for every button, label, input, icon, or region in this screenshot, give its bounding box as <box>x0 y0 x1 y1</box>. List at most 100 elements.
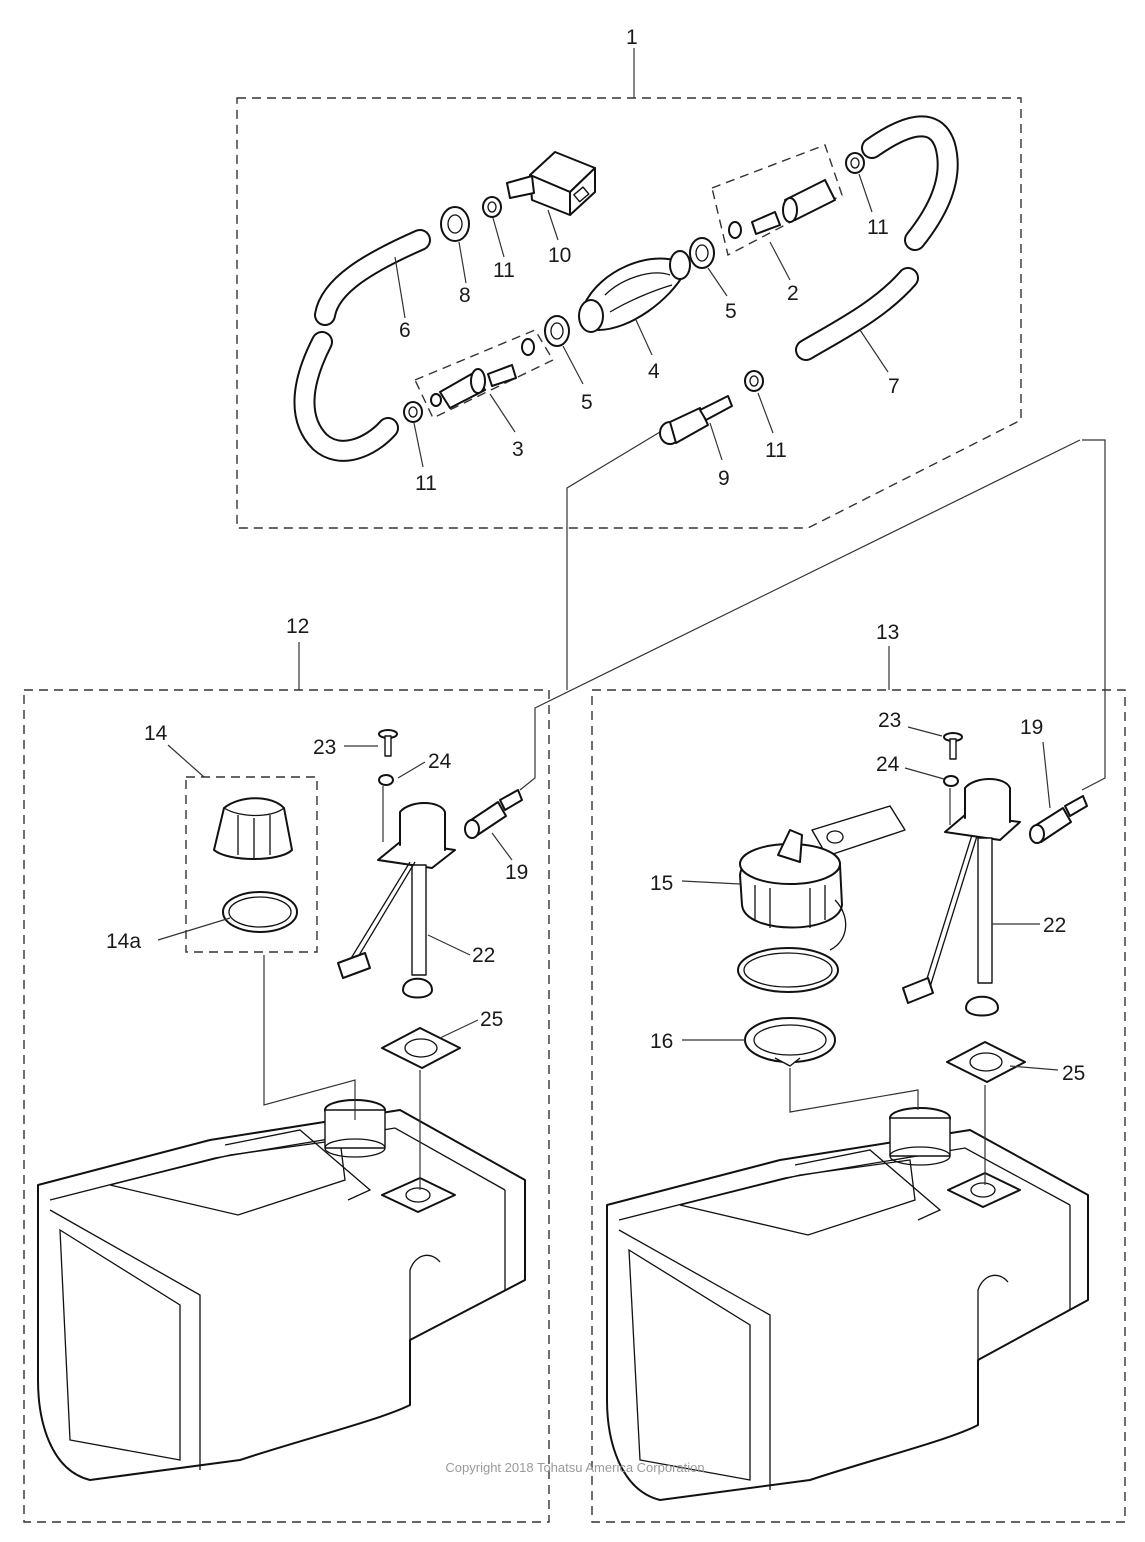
leader-25a <box>439 1019 479 1039</box>
collar-8 <box>440 206 470 242</box>
clamp-11-c <box>744 370 764 392</box>
connection-line-1-to-19 <box>1081 439 1106 791</box>
leader-19b <box>1042 741 1051 809</box>
callout-6: 6 <box>399 319 411 342</box>
fuel-gauge-22-left <box>337 802 456 999</box>
leader-24b <box>904 767 945 780</box>
callout-19b: 19 <box>1020 716 1043 739</box>
cap-14-box <box>185 776 318 953</box>
callout-12: 12 <box>286 615 309 638</box>
leader-25b <box>1009 1065 1059 1071</box>
callout-25b: 25 <box>1062 1062 1085 1085</box>
screw-23-left <box>378 729 398 757</box>
clamp-11-a <box>482 196 502 218</box>
fuel-tank-13 <box>606 1107 1089 1501</box>
connection-line-9-to-tank12 <box>566 431 661 690</box>
callout-14a: 14a <box>106 930 141 953</box>
callout-14: 14 <box>144 722 168 745</box>
washer-24-right <box>943 775 959 787</box>
callout-24a: 24 <box>428 750 452 773</box>
fuel-tank-13-box <box>591 689 1126 1523</box>
callout-8: 8 <box>459 284 471 307</box>
callout-5a: 5 <box>581 391 593 414</box>
leader-2 <box>769 241 791 281</box>
leader-15 <box>681 880 741 885</box>
fitting-19-right <box>1029 795 1088 844</box>
leader-8 <box>458 241 467 284</box>
callout-2: 2 <box>787 282 799 305</box>
retainer-16 <box>744 1017 836 1067</box>
o-ring-cap-15 <box>737 947 839 993</box>
leader-5a <box>562 345 584 385</box>
leader-cap-to-tank-12 <box>263 955 356 1120</box>
leader-cap-to-tank-13 <box>789 1068 919 1113</box>
callout-23b: 23 <box>878 709 901 732</box>
screw-23-right <box>943 732 963 760</box>
leader-3 <box>489 393 516 433</box>
primer-bulb-4 <box>578 250 691 333</box>
washer-24-left <box>378 774 394 786</box>
leader-11a <box>492 217 505 258</box>
connection-line-19-to-19 <box>519 439 1081 791</box>
leader-5b <box>707 267 728 297</box>
leader-11b <box>413 422 424 468</box>
fuel-gauge-22-right <box>902 778 1021 1017</box>
connector-2-box <box>711 144 843 257</box>
clamp-11-d <box>845 152 865 174</box>
leader-22a <box>427 934 471 956</box>
fuel-line-assembly-box <box>236 97 1022 529</box>
copyright-notice: Copyright 2018 Tohatsu America Corporati… <box>445 1460 704 1475</box>
leader-7 <box>859 329 889 373</box>
callout-25a: 25 <box>480 1008 503 1031</box>
fuel-tank-12-box <box>23 689 550 1523</box>
leader-19a <box>491 832 513 861</box>
callout-11d: 11 <box>867 216 889 239</box>
callout-13: 13 <box>876 621 899 644</box>
callout-22a: 22 <box>472 944 495 967</box>
clamp-11-b <box>403 401 423 423</box>
callout-22b: 22 <box>1043 914 1066 937</box>
leader-11d <box>858 173 873 213</box>
connector-2 <box>728 179 836 239</box>
callout-4: 4 <box>648 360 660 383</box>
gasket-25-right <box>946 1041 1026 1083</box>
fuel-tank-12 <box>37 1099 526 1481</box>
leader-9 <box>709 422 723 461</box>
callout-1: 1 <box>626 26 638 49</box>
callout-9: 9 <box>718 467 730 490</box>
callout-23a: 23 <box>313 736 336 759</box>
o-ring-14a <box>222 891 298 933</box>
callout-5b: 5 <box>725 300 737 323</box>
gasket-25-left <box>381 1027 461 1069</box>
callout-3: 3 <box>512 438 524 461</box>
connector-10 <box>506 151 596 216</box>
leader-10 <box>547 209 559 241</box>
callout-7: 7 <box>888 375 900 398</box>
callout-11c: 11 <box>765 439 787 462</box>
leader-4 <box>635 319 653 356</box>
leader-24a <box>397 761 426 779</box>
leader-6 <box>394 256 406 319</box>
decal-label <box>811 805 906 857</box>
connector-3 <box>430 338 535 409</box>
cap-14 <box>213 797 293 860</box>
hose-7 <box>795 115 959 361</box>
fitting-9 <box>659 395 733 445</box>
hose-6 <box>293 229 431 462</box>
callout-11b: 11 <box>415 472 437 495</box>
callout-11a: 11 <box>493 259 515 282</box>
callout-16: 16 <box>650 1030 673 1053</box>
leader-14 <box>167 744 205 778</box>
callout-10: 10 <box>548 244 571 267</box>
callout-19a: 19 <box>505 861 528 884</box>
leader-23b <box>907 726 943 737</box>
collar-5-right <box>689 237 715 269</box>
leader-14a <box>157 917 231 941</box>
callout-24b: 24 <box>876 753 900 776</box>
collar-5-left <box>544 315 570 347</box>
leader-11c <box>757 392 774 434</box>
callout-15: 15 <box>650 872 673 895</box>
fitting-19-left <box>464 789 523 839</box>
cap-15 <box>739 829 847 951</box>
